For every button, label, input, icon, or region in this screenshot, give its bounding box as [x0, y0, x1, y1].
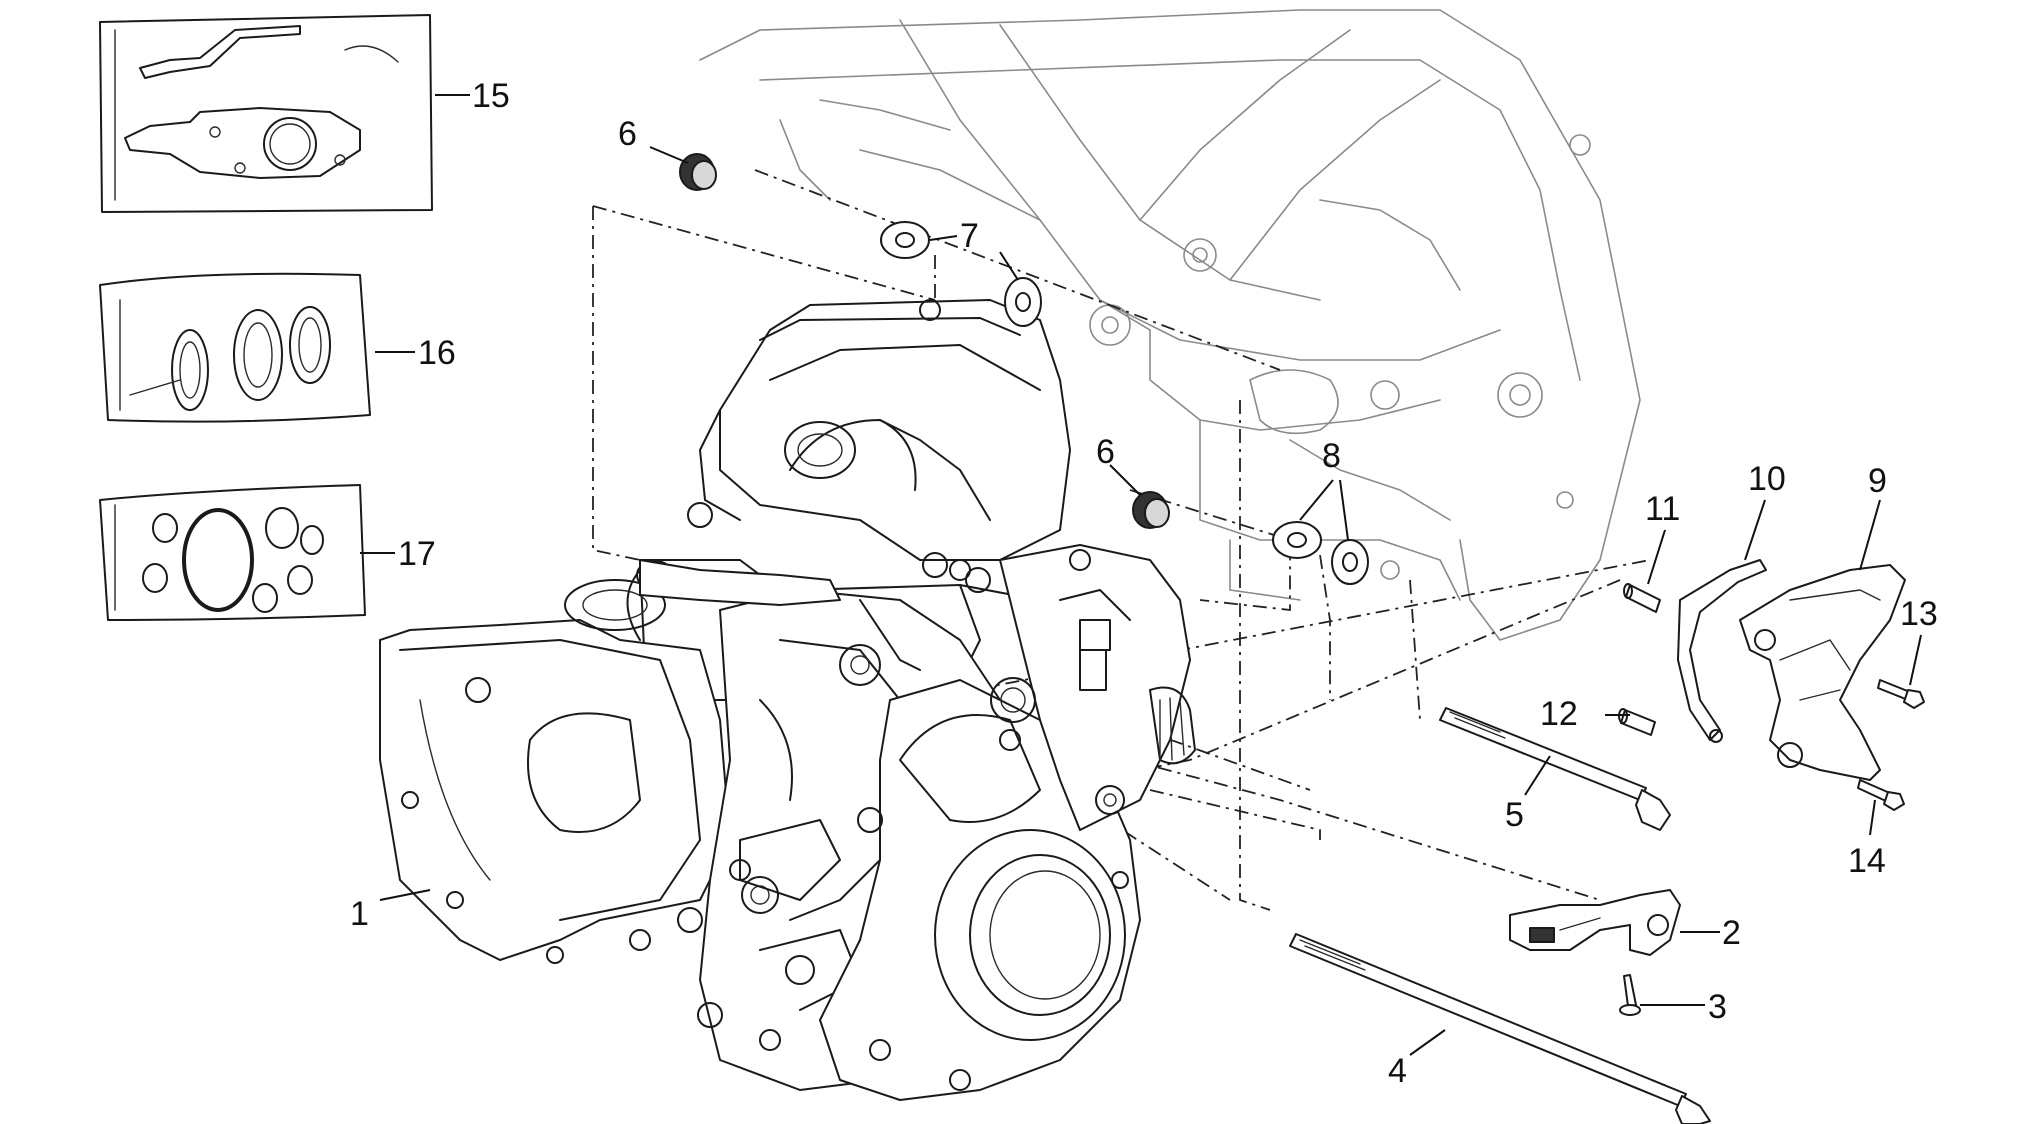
spacer-washer-7a — [880, 221, 930, 259]
callout-leaders — [360, 94, 1922, 1056]
bushing-11 — [1623, 583, 1661, 613]
motorcycle-frame — [699, 9, 1641, 641]
sprocket-cover-9 — [1739, 564, 1906, 781]
callout-13: 13 — [1900, 595, 1938, 633]
o-ring-kit-bag — [99, 484, 366, 621]
rubber-grommet-middle — [1132, 491, 1170, 529]
callout-1: 1 — [350, 895, 369, 933]
callout-6-middle: 6 — [1096, 433, 1115, 471]
gasket-kit-bag — [99, 14, 433, 213]
callout-11: 11 — [1645, 490, 1680, 528]
callout-6-upper: 6 — [618, 115, 637, 153]
callout-15: 15 — [472, 77, 510, 115]
callout-17: 17 — [398, 535, 436, 573]
rubber-grommet-upper — [679, 153, 717, 191]
callout-14: 14 — [1848, 842, 1886, 880]
screw-14 — [1857, 779, 1905, 811]
callout-4: 4 — [1388, 1052, 1407, 1090]
callout-9: 9 — [1868, 462, 1887, 500]
screw-3 — [1619, 974, 1641, 1016]
screw-13 — [1877, 679, 1925, 709]
engine-mount-bolt-5 — [1439, 707, 1671, 831]
callout-5: 5 — [1505, 796, 1524, 834]
callout-10: 10 — [1748, 460, 1786, 498]
spacer-washer-8a — [1272, 521, 1322, 559]
callout-2: 2 — [1722, 914, 1741, 952]
callout-16: 16 — [418, 334, 456, 372]
engine-mount-bolt-4 — [1289, 933, 1711, 1124]
engine-assembly — [379, 299, 1196, 1101]
callout-labels: 1 2 3 4 5 6 6 7 8 9 10 11 12 13 14 15 16… — [350, 77, 1938, 1090]
callout-12: 12 — [1540, 695, 1578, 733]
spacer-washer-8b — [1331, 539, 1369, 585]
oil-seal-kit-bag — [99, 272, 371, 423]
spacer-washer-7b — [1004, 277, 1042, 327]
bushing-12 — [1618, 708, 1656, 736]
chain-guide-10 — [1677, 559, 1767, 743]
shift-lever-2 — [1509, 889, 1681, 956]
callout-8: 8 — [1322, 437, 1341, 475]
callout-7: 7 — [960, 217, 979, 255]
callout-3: 3 — [1708, 988, 1727, 1026]
